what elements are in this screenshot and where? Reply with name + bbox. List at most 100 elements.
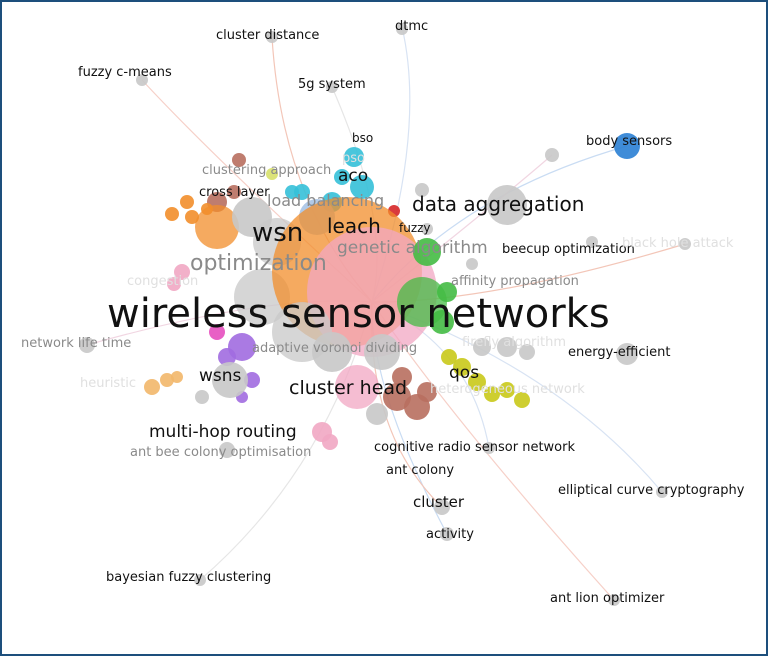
- node-bubble[interactable]: [483, 442, 495, 454]
- node-bubble[interactable]: [326, 81, 338, 93]
- node-bubble[interactable]: [160, 373, 174, 387]
- node-bubble[interactable]: [79, 337, 95, 353]
- node-label-bso[interactable]: bso: [352, 131, 374, 145]
- node-bubble[interactable]: [195, 205, 239, 249]
- node-bubble[interactable]: [322, 434, 338, 450]
- node-label-bayesian-fuzzy-clustering[interactable]: bayesian fuzzy clustering: [106, 570, 272, 585]
- node-bubble[interactable]: [468, 373, 486, 391]
- node-bubble[interactable]: [266, 168, 278, 180]
- node-bubble[interactable]: [453, 358, 471, 376]
- node-bubble[interactable]: [437, 282, 457, 302]
- node-label-clustering-approach[interactable]: clustering approach: [202, 163, 332, 178]
- node-bubble[interactable]: [466, 258, 478, 270]
- node-label-pso[interactable]: pso: [342, 151, 365, 166]
- node-label-heterogeneous-network[interactable]: heterogeneous network: [430, 382, 585, 397]
- node-bubble[interactable]: [312, 332, 352, 372]
- node-bubble[interactable]: [334, 169, 350, 185]
- node-bubble[interactable]: [136, 74, 148, 86]
- node-bubble[interactable]: [519, 344, 535, 360]
- node-label-fuzzy[interactable]: fuzzy: [399, 221, 431, 235]
- node-bubble[interactable]: [366, 403, 388, 425]
- node-label-cluster-head[interactable]: cluster head: [289, 377, 408, 399]
- node-bubble[interactable]: [430, 310, 454, 334]
- node-bubble[interactable]: [335, 365, 379, 409]
- node-bubble[interactable]: [285, 185, 299, 199]
- node-bubble[interactable]: [185, 210, 199, 224]
- node-label-leach[interactable]: leach: [327, 214, 381, 238]
- node-bubble[interactable]: [499, 382, 515, 398]
- node-bubble[interactable]: [218, 348, 236, 366]
- node-bubble[interactable]: [586, 236, 598, 248]
- node-bubble[interactable]: [350, 175, 374, 199]
- node-label-elliptical-curve-cryptography[interactable]: elliptical curve cryptography: [558, 483, 745, 498]
- node-label-genetic-algorithm[interactable]: genetic algorithm: [337, 238, 488, 258]
- node-bubble[interactable]: [656, 486, 668, 498]
- node-label-cross-layer[interactable]: cross layer: [199, 185, 270, 200]
- node-bubble[interactable]: [227, 185, 241, 199]
- node-label-wireless-sensor-networks[interactable]: wireless sensor networks: [107, 291, 610, 337]
- node-bubble[interactable]: [219, 442, 235, 458]
- node-bubble[interactable]: [421, 223, 433, 235]
- node-bubble[interactable]: [344, 147, 364, 167]
- node-label-cluster[interactable]: cluster: [413, 493, 465, 511]
- node-bubble[interactable]: [212, 362, 248, 398]
- node-label-data-aggregation[interactable]: data aggregation: [412, 192, 585, 216]
- node-bubble[interactable]: [396, 23, 408, 35]
- node-bubble[interactable]: [364, 334, 400, 370]
- node-label-cognitive-radio-sensor-network[interactable]: cognitive radio sensor network: [374, 440, 576, 455]
- node-label-fuzzy-c-means[interactable]: fuzzy c-means: [78, 65, 172, 80]
- node-bubble[interactable]: [232, 153, 246, 167]
- node-label-qos[interactable]: qos: [449, 363, 480, 383]
- node-label-ant-lion-optimizer[interactable]: ant lion optimizer: [550, 591, 665, 606]
- node-bubble[interactable]: [608, 594, 620, 606]
- node-label-aco[interactable]: aco: [338, 166, 369, 186]
- node-bubble[interactable]: [614, 133, 640, 159]
- node-label-heuristic[interactable]: heuristic: [80, 376, 137, 391]
- node-bubble[interactable]: [415, 183, 429, 197]
- node-bubble[interactable]: [167, 277, 181, 291]
- node-label-firefly-algorithm[interactable]: firefly algorithm: [462, 335, 566, 350]
- node-label-ant-bee-colony-optimisation[interactable]: ant bee colony optimisation: [130, 445, 312, 460]
- node-label-beecup-optimization[interactable]: beecup optimization: [502, 242, 635, 257]
- node-bubble[interactable]: [174, 264, 190, 280]
- node-label-adaptive-voronoi-dividing[interactable]: adaptive voronoi dividing: [252, 341, 418, 356]
- node-bubble[interactable]: [440, 527, 454, 541]
- node-bubble[interactable]: [244, 372, 260, 388]
- node-label-dtmc[interactable]: dtmc: [395, 19, 429, 34]
- node-bubble[interactable]: [487, 185, 527, 225]
- node-bubble[interactable]: [171, 371, 183, 383]
- node-bubble[interactable]: [165, 207, 179, 221]
- node-label-energy-efficient[interactable]: energy-efficient: [568, 345, 671, 360]
- node-bubble[interactable]: [441, 349, 457, 365]
- node-label-cluster-distance[interactable]: cluster distance: [216, 28, 320, 43]
- node-label-wsns[interactable]: wsns: [199, 366, 242, 386]
- node-bubble[interactable]: [266, 31, 278, 43]
- node-label-wsn[interactable]: wsn: [252, 218, 304, 248]
- node-bubble[interactable]: [417, 382, 437, 402]
- node-label-body-sensors[interactable]: body sensors: [586, 134, 673, 149]
- node-bubble[interactable]: [209, 324, 225, 340]
- node-bubble[interactable]: [413, 238, 441, 266]
- node-bubble[interactable]: [484, 386, 500, 402]
- node-bubble[interactable]: [307, 227, 437, 357]
- node-bubble[interactable]: [383, 383, 411, 411]
- node-bubble[interactable]: [434, 499, 450, 515]
- node-label-congestion[interactable]: congestion: [127, 274, 199, 289]
- node-label-activity[interactable]: activity: [426, 527, 474, 542]
- node-bubble[interactable]: [195, 390, 209, 404]
- node-bubble[interactable]: [545, 148, 559, 162]
- node-label-black-hole-attack[interactable]: black hole attack: [622, 236, 734, 251]
- node-bubble[interactable]: [180, 195, 194, 209]
- node-label-multi-hop-routing[interactable]: multi-hop routing: [149, 422, 297, 442]
- node-bubble[interactable]: [497, 337, 517, 357]
- node-label-optimization[interactable]: optimization: [190, 251, 327, 276]
- node-label-ant-colony[interactable]: ant colony: [386, 463, 455, 478]
- node-bubble[interactable]: [194, 574, 206, 586]
- node-bubble[interactable]: [679, 238, 691, 250]
- node-label-network-life-time[interactable]: network life time: [21, 336, 132, 351]
- node-bubble[interactable]: [294, 184, 310, 200]
- node-bubble[interactable]: [514, 392, 530, 408]
- node-label-5g-system[interactable]: 5g system: [298, 77, 366, 92]
